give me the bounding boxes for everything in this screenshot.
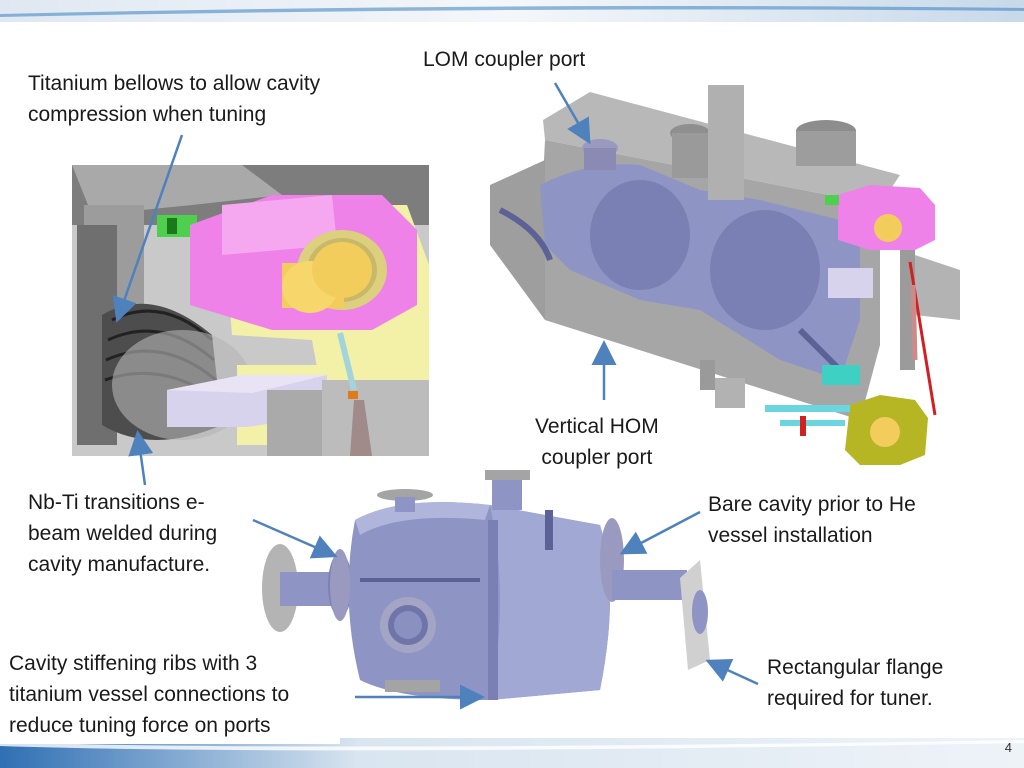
hom-coupler-label: Vertical HOM coupler port [535,415,659,469]
arrow-nbti-cavity [252,518,338,559]
lom-coupler-label: LOM coupler port [423,48,586,71]
bellows-label: Titanium bellows to allow cavity compres… [28,72,321,126]
arrow-lom [553,82,591,145]
bare-cavity-label: Bare cavity prior to He vessel installat… [708,493,916,547]
tuner-closeup-image [72,165,429,456]
page-number: 4 [1004,740,1012,755]
nbti-transitions-label: Nb-Ti transitions e- beam welded during … [28,491,218,576]
rectangular-flange-label: Rectangular flange required for tuner. [767,656,944,710]
arrow-bare [619,510,701,555]
stiffening-ribs-label: Cavity stiffening ribs with 3 titanium v… [9,652,290,737]
footer-band [0,738,1024,768]
header-band [0,0,1024,22]
arrow-rect [705,658,759,686]
